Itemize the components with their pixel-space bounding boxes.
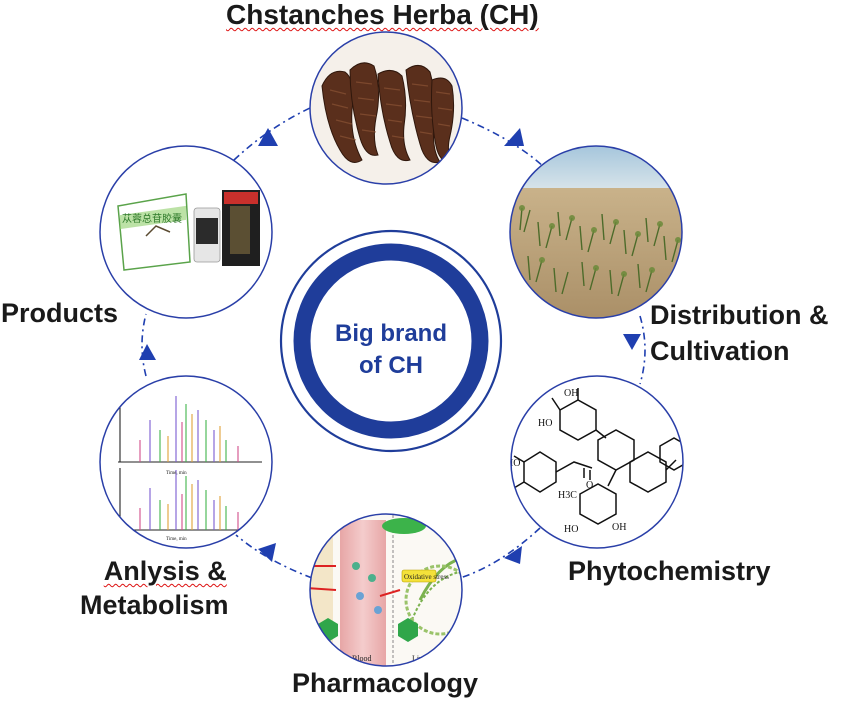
- label-top-text: Chstanches Herba (CH): [226, 0, 539, 30]
- label-upper-right-line1: Distribution &: [650, 300, 829, 330]
- label-lower-left: Anlysis & Metabolism: [80, 556, 229, 621]
- arc-ul-to-top: [233, 107, 311, 161]
- pharma-label-blood: Blood: [352, 654, 372, 663]
- structure-label-ho-3: HO: [564, 524, 578, 535]
- center-title: Big brand of CH: [318, 318, 464, 382]
- node-lower-right-image: OH HO HO O H3C HO OH: [506, 375, 684, 549]
- structure-label-oh: OH: [564, 388, 578, 399]
- label-lower-right: Phytochemistry: [568, 556, 771, 587]
- arc-ll-to-ul: [141, 313, 147, 377]
- arrow-bot-to-ll-icon: [258, 543, 276, 562]
- label-lower-left-line2: Metabolism: [80, 590, 229, 620]
- pharma-label-stress: Oxidative stress: [404, 573, 449, 581]
- label-bottom-text: Pharmacology: [292, 668, 479, 698]
- structure-label-ho-1: HO: [538, 418, 552, 429]
- label-upper-left: Products: [1, 298, 118, 329]
- arc-ur-to-lr: [639, 315, 646, 385]
- structure-label-h3c: H3C: [558, 490, 577, 501]
- structure-label-ho-2: HO: [506, 458, 520, 469]
- label-lower-right-text: Phytochemistry: [568, 556, 771, 586]
- product-box-text: 苁蓉总苷胶囊: [122, 212, 182, 225]
- label-upper-right-line2: Cultivation: [650, 336, 790, 366]
- node-top-image: [309, 31, 463, 185]
- chromatogram-axis-label-top: Time, min: [166, 471, 187, 476]
- arc-lr-to-bot: [459, 527, 541, 579]
- structure-label-oh-2: OH: [612, 522, 626, 533]
- chromatogram-axis-label-bottom: Time, min: [166, 537, 187, 542]
- arc-bot-to-ll: [235, 534, 313, 579]
- arrow-lr-to-bot-icon: [504, 546, 522, 564]
- node-upper-left-image: 苁蓉总苷胶囊: [99, 145, 273, 319]
- node-upper-right-image: [509, 145, 683, 319]
- arrow-top-to-ur-icon: [504, 128, 524, 146]
- node-lower-left-image: Time, min Time, min: [99, 375, 273, 549]
- label-upper-right: Distribution & Cultivation: [650, 300, 828, 367]
- label-upper-left-text: Products: [1, 298, 119, 328]
- center-title-line2: of CH: [359, 352, 423, 379]
- node-bottom-image: Oxidative stress Blood Liver: [309, 513, 463, 667]
- pharma-label-liver: Liver: [412, 654, 430, 663]
- label-lower-left-line1: Anlysis &: [103, 556, 227, 586]
- arc-top-to-ur: [461, 117, 546, 169]
- arrowheads: [139, 128, 641, 564]
- label-bottom: Pharmacology: [292, 668, 478, 699]
- structure-label-o: O: [586, 480, 593, 491]
- arrow-ll-to-ul-icon: [139, 344, 156, 360]
- label-top: Chstanches Herba (CH): [226, 0, 539, 30]
- center-ring: [279, 229, 503, 453]
- arrow-ur-to-lr-icon: [623, 334, 641, 350]
- arrow-ul-to-top-icon: [258, 128, 278, 146]
- center-title-line1: Big brand: [335, 320, 447, 347]
